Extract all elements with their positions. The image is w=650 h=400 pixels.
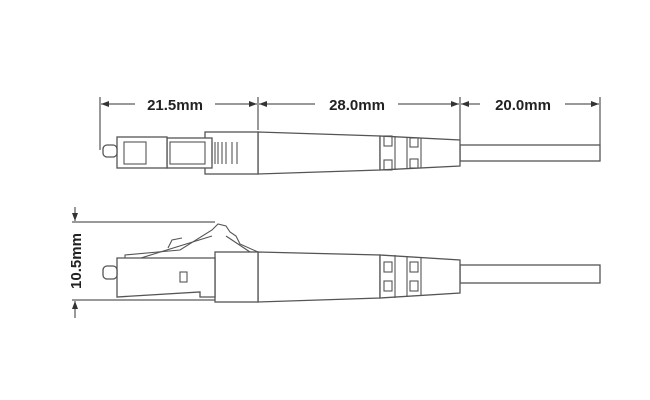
body-length-label: 28.0mm xyxy=(329,97,385,114)
connector-side-view xyxy=(102,223,601,303)
length-dimensions: 21.5mm 28.0mm 20.0mm xyxy=(99,97,601,150)
connector-top-view xyxy=(102,131,601,175)
height-dimension: 10.5mm xyxy=(68,207,215,318)
cable-length-label: 20.0mm xyxy=(495,97,551,114)
height-label: 10.5mm xyxy=(68,233,85,289)
front-length-label: 21.5mm xyxy=(147,97,203,114)
